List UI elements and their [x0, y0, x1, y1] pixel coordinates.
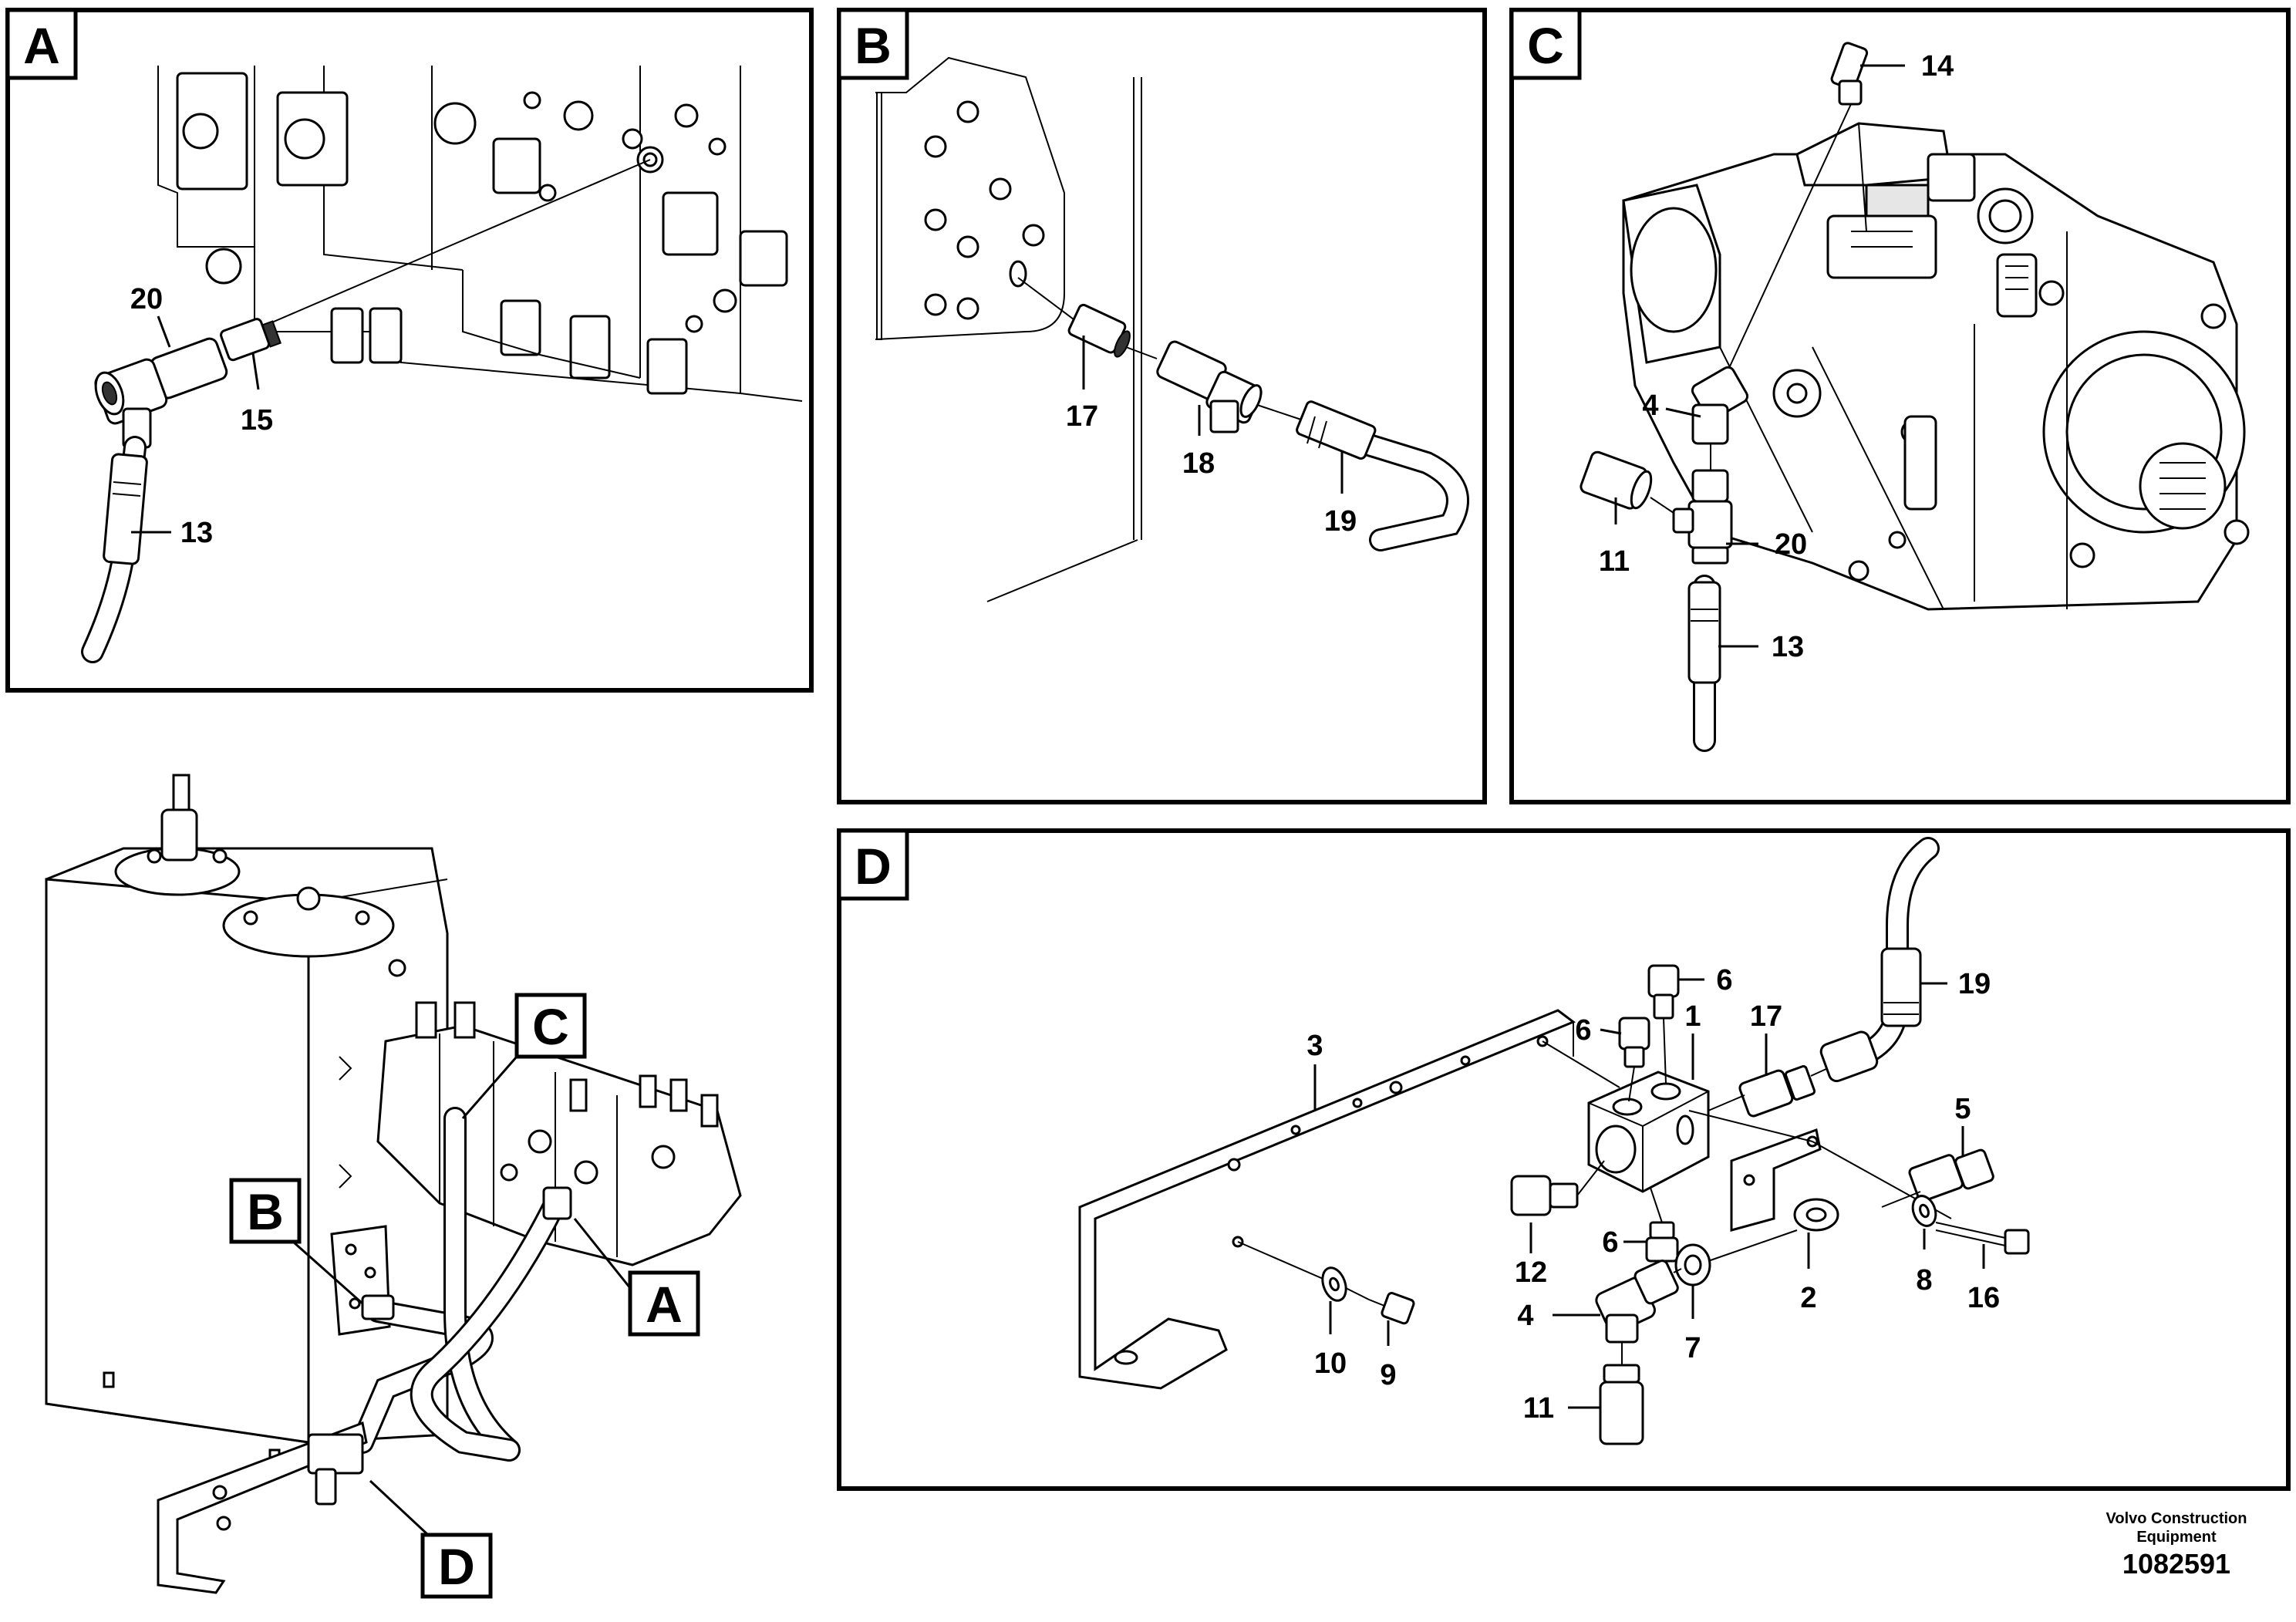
- callout-16: 16: [1967, 1282, 2000, 1314]
- tee-20: [1672, 469, 1733, 565]
- plug-6-bottom: [1645, 1221, 1679, 1263]
- elbow-14: [1830, 42, 1869, 106]
- callout-19-d: 19: [1958, 968, 1991, 1000]
- panel-a-badge: A: [5, 8, 78, 80]
- callout-13: 13: [180, 517, 213, 549]
- callout-1: 1: [1684, 1000, 1701, 1033]
- callout-8: 8: [1916, 1264, 1932, 1297]
- callout-2: 2: [1800, 1282, 1816, 1314]
- panel-b-frame: [837, 8, 1487, 804]
- washer-10: [1321, 1266, 1347, 1302]
- overview-label-b: B: [247, 1183, 284, 1240]
- callout-6-mid: 6: [1575, 1014, 1591, 1047]
- hose-13-c: [1687, 575, 1721, 752]
- overview-badge-b: B: [229, 1178, 363, 1305]
- panel-c: C 14 4 11 20 13: [1509, 8, 2291, 804]
- panel-a: A 20 15 13: [5, 8, 814, 693]
- elbow-18: [1156, 340, 1263, 433]
- callout-10: 10: [1314, 1347, 1347, 1380]
- hydraulic-pump-drawing: [1622, 122, 2250, 611]
- overview-label-a: A: [646, 1276, 683, 1333]
- panel-b-label: B: [855, 17, 892, 74]
- overview-badge-c: C: [461, 993, 587, 1119]
- callout-7: 7: [1684, 1332, 1701, 1364]
- callout-6-top: 6: [1716, 964, 1732, 996]
- callout-14: 14: [1921, 50, 1954, 83]
- panel-a-label: A: [23, 17, 60, 74]
- callout-3: 3: [1306, 1030, 1323, 1062]
- footer: Volvo Construction Equipment 1082591: [2106, 1510, 2247, 1580]
- screw-9: [1368, 1292, 1415, 1325]
- plug-6-top: [1647, 964, 1680, 1020]
- panel-c-frame: [1509, 8, 2291, 804]
- company-line-1: Volvo Construction: [2106, 1510, 2247, 1527]
- callout-6-bottom: 6: [1602, 1226, 1618, 1259]
- overview-badge-a: A: [573, 1218, 700, 1337]
- company-line-2: Equipment: [2136, 1529, 2217, 1546]
- callout-17-d: 17: [1750, 1000, 1782, 1033]
- overview-badge-d: D: [369, 1479, 493, 1599]
- control-valve-overview: [376, 1001, 742, 1266]
- overview-label-c: C: [532, 998, 569, 1055]
- callout-9: 9: [1380, 1359, 1396, 1391]
- drawing-number: 1082591: [2122, 1548, 2230, 1580]
- elbow-4-d: [1595, 1259, 1679, 1344]
- callout-11: 11: [1599, 545, 1630, 578]
- control-valve-drawing: [157, 66, 803, 402]
- callout-17: 17: [1066, 400, 1098, 433]
- callout-5: 5: [1954, 1093, 1971, 1125]
- panel-d-frame: [837, 828, 2291, 1491]
- adapter-17-d: [1738, 1064, 1816, 1118]
- callout-13-c: 13: [1772, 631, 1804, 663]
- hose-13: [81, 436, 148, 663]
- fitting-11: [1580, 450, 1653, 510]
- bracket-plate-drawing: [875, 56, 1142, 602]
- panel-c-label: C: [1527, 17, 1564, 74]
- adapter-17: [1067, 303, 1131, 358]
- callout-20: 20: [130, 283, 163, 315]
- panel-b: B 17 18 19: [837, 8, 1487, 804]
- callout-12: 12: [1515, 1256, 1547, 1289]
- bracket-overview: [157, 1421, 368, 1594]
- callout-19: 19: [1324, 505, 1357, 538]
- washer-8: [1911, 1195, 1937, 1227]
- hose-19-d: [1819, 837, 1940, 1083]
- callout-20-c: 20: [1775, 528, 1807, 561]
- bolt-16: [1935, 1222, 2030, 1255]
- overview-label-d: D: [438, 1538, 475, 1595]
- hose-19: [1296, 400, 1469, 551]
- callout-15: 15: [241, 404, 273, 437]
- bracket-3: [1078, 1009, 1576, 1390]
- panel-d-label: D: [855, 838, 892, 895]
- fitting-15: [220, 318, 282, 362]
- callout-18: 18: [1182, 447, 1215, 480]
- elbow-20: [94, 337, 228, 449]
- overview-drawing: B C A D: [45, 774, 742, 1599]
- plug-6-mid: [1618, 1017, 1650, 1068]
- panel-b-badge: B: [837, 8, 909, 80]
- callout-11-d: 11: [1523, 1392, 1554, 1425]
- panel-d: D 6 6 1 17 19 3 5 12 6 2 8 16 4 7 10 9: [837, 828, 2291, 1491]
- callout-4: 4: [1642, 389, 1658, 422]
- panel-c-badge: C: [1509, 8, 1582, 80]
- panel-a-frame: [5, 8, 814, 693]
- plate-2: [1730, 1128, 1839, 1232]
- callout-4-d: 4: [1517, 1300, 1533, 1332]
- elbow-4: [1691, 366, 1749, 445]
- bolt-5: [1908, 1148, 1994, 1202]
- plug-12: [1510, 1175, 1579, 1216]
- manifold-block-1: [1587, 1071, 1710, 1193]
- panel-d-badge: D: [837, 828, 909, 901]
- nut-7: [1674, 1243, 1711, 1286]
- fitting-11-d: [1599, 1364, 1644, 1445]
